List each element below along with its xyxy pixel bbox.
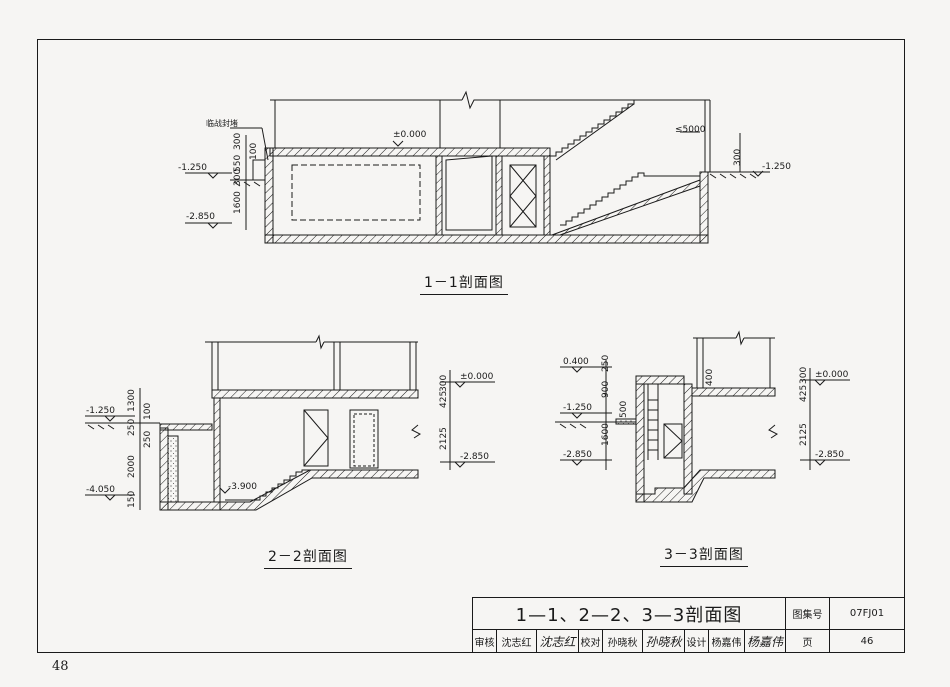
section-3-3 [555,330,850,503]
review-name: 沈志红 [497,630,537,652]
design-name: 杨嘉伟 [709,630,745,652]
elev-right-top-2: ±0.000 [460,372,494,382]
dim-right-2125-2: 2125 [439,427,449,450]
elev-ground-floor-1: ±0.000 [393,130,427,140]
section-2-2-labels: -1.250 -4.050 -3.900 ±0.000 -2.850 1300 … [86,372,494,508]
dim-right-300-1: 300 [733,149,743,166]
dim-right-2125-3: 2125 [799,423,809,446]
review-signature: 沈志红 [537,630,579,652]
dim-v-300-1: 300 [233,133,243,150]
book-page-number: 48 [52,659,69,674]
elev-bottom-3: -2.850 [563,450,592,460]
elev-left-bottom-2: -4.050 [86,485,115,495]
dim-left-1300-2: 1300 [127,389,137,412]
check-name: 孙晓秋 [603,630,643,652]
signature-row: 审核 沈志红 沈志红 校对 孙晓秋 孙晓秋 设计 杨嘉伟 杨嘉伟 页 46 [473,630,904,652]
caption-section-1-1: 1－1剖面图 [420,272,508,295]
drawing-frame [37,39,905,653]
dim-mid-400-3: 400 [705,369,715,386]
dim-left-250-3: 250 [601,355,611,372]
dim-left-150-2: 150 [127,491,137,508]
atlas-number: 07FJ01 [830,598,904,630]
sheet-page-number: 46 [860,635,874,647]
review-label: 审核 [473,630,497,652]
dim-left-2000-2: 2000 [127,455,137,478]
atlas-label: 图集号 [786,598,830,630]
elev-outdoor-right-1: -1.250 [762,162,791,172]
dim-v-1600-1: 1600 [233,191,243,214]
caption-section-3-3: 3－3剖面图 [660,544,748,567]
dim-right-425-2: 425 [439,391,449,408]
caption-section-2-2: 2－2剖面图 [264,546,352,569]
check-signature: 孙晓秋 [643,630,685,652]
section-3-3-labels: 0.400 -1.250 -2.850 ±0.000 -2.850 250 90… [563,355,849,460]
elev-mid-3: -1.250 [563,403,592,413]
title-block: 1—1、2—2、3—3剖面图 图集号 07FJ01 审核 沈志红 沈志红 校对 … [472,597,905,653]
dim-left-250-2: 250 [127,419,137,436]
design-signature: 杨嘉伟 [745,630,786,652]
drawing-title: 1—1、2—2、3—3剖面图 [473,598,786,630]
section-1-1-labels: 临战封堵 ±0.000 -1.250 -2.850 -1.250 ≤5000 3… [178,118,791,222]
dim-v-100-1: 100 [249,143,259,160]
dim-max-5000: ≤5000 [675,125,706,135]
dim-left-900-3: 900 [601,381,611,398]
elev-left-top-2: -1.250 [86,406,115,416]
design-label: 设计 [685,630,709,652]
check-label: 校对 [579,630,603,652]
dim-left-100-2: 100 [143,403,153,420]
dim-v-300b-1: 300 [233,169,243,186]
temp-seal-note: 临战封堵 [206,118,238,128]
elev-right-bottom-2: -2.850 [460,452,489,462]
elev-right-bottom-3: -2.850 [815,450,844,460]
elev-stair-2: -3.900 [228,482,257,492]
section-2-2 [85,334,495,511]
dim-v-550-1: 550 [233,155,243,172]
elev-bottom-1: -2.850 [186,212,215,222]
dim-right-300-2: 300 [439,375,449,392]
elev-outdoor-left-1: -1.250 [178,163,207,173]
page-label: 页 [786,630,830,652]
section-1-1 [185,90,770,244]
elev-top-3: 0.400 [563,357,589,367]
dim-right-425-3: 425 [799,385,809,402]
elev-right-top-3: ±0.000 [815,370,849,380]
dim-left-250b-2: 250 [143,431,153,448]
dim-left-500-3: 500 [619,401,629,418]
dim-left-1600-3: 1600 [601,423,611,446]
dim-right-300-3: 300 [799,367,809,384]
